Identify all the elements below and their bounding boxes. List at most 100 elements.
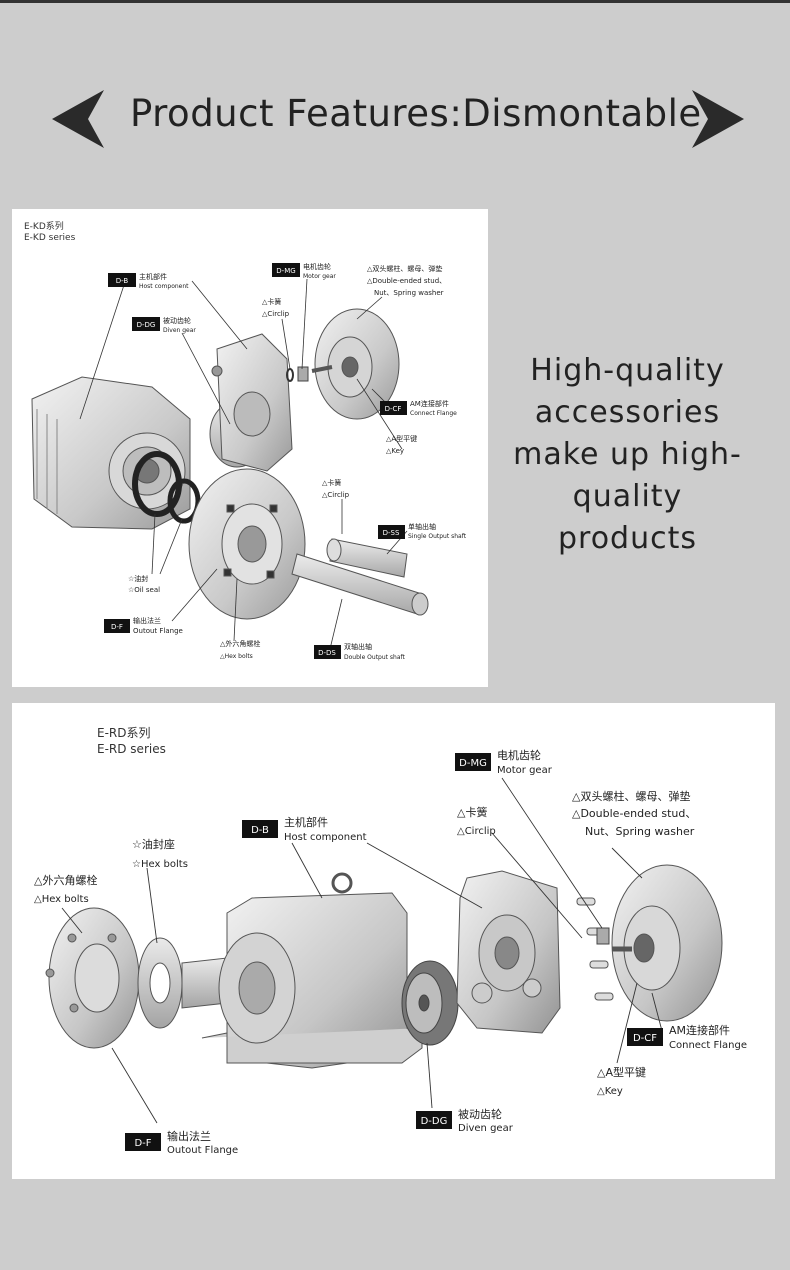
- kd-seal-cn: ☆油封: [128, 574, 148, 583]
- rd-code-badge: [455, 753, 491, 771]
- kd-circlip2-cn: △卡簧: [322, 478, 341, 487]
- arrow-left-icon[interactable]: [48, 86, 108, 152]
- kd-dg-en: Diven gear: [163, 327, 196, 334]
- rd-stud-en2: Nut、Spring washer: [585, 825, 695, 838]
- page-title: Product Features:Dismontable: [130, 92, 702, 135]
- tagline-line: accessories: [534, 395, 721, 430]
- kd-stud-en1: △Double-ended stud、: [367, 277, 446, 285]
- tagline-line: quality: [572, 479, 683, 514]
- kd-cf-en: Connect Flange: [410, 410, 457, 417]
- rd-mg-en: Motor gear: [497, 765, 553, 776]
- rd-stud-cn: △双头螺柱、螺母、弹垫: [572, 789, 690, 803]
- kd-circlip1-en: △Circlip: [262, 310, 290, 318]
- rd-circlip-en: △Circlip: [457, 826, 496, 837]
- kd-ds-cn: 双轴出轴: [344, 642, 372, 651]
- kd-code-badge: [378, 525, 405, 539]
- rd-f-code: D-F: [134, 1138, 151, 1149]
- section-header: Product Features:Dismontable: [0, 80, 790, 160]
- rd-dg-code: D-DG: [421, 1116, 448, 1127]
- kd-ss-code: D-SS: [383, 529, 400, 537]
- kd-code-badge: [104, 619, 130, 633]
- kd-mg-code: D-MG: [276, 267, 295, 275]
- rd-motor-gear: [596, 927, 610, 945]
- kd-single-output-shaft: [326, 538, 408, 578]
- kd-ds-code: D-DS: [318, 649, 336, 657]
- kd-code-badge: [132, 317, 160, 331]
- kd-seal-en: ☆Oil seal: [128, 586, 160, 594]
- tagline-line: make up high-: [513, 437, 742, 472]
- kd-leader-lines: [79, 278, 408, 650]
- kd-hex-cn: △外六角螺栓: [220, 639, 260, 648]
- kd-f-code: D-F: [111, 623, 123, 631]
- kd-cf-code: D-CF: [385, 405, 402, 413]
- rd-cf-en: Connect Flange: [669, 1040, 747, 1051]
- kd-host-housing: [31, 376, 191, 530]
- kd-oil-seal: [132, 451, 201, 524]
- rd-seal-seat: [137, 937, 183, 1029]
- kd-double-output-shaft: [291, 553, 429, 616]
- kd-ss-cn: 单轴出轴: [408, 522, 436, 531]
- rd-b-cn: 主机部件: [284, 815, 328, 829]
- kd-ds-en: Double Output shaft: [344, 654, 406, 661]
- rd-f-en: Outout Flange: [167, 1145, 238, 1156]
- rd-sealseat-cn: ☆油封座: [132, 837, 175, 851]
- kd-hex-en: △Hex bolts: [220, 653, 253, 660]
- kd-dg-cn: 被动齿轮: [163, 316, 191, 325]
- kd-code-badge: [272, 263, 300, 277]
- kd-series-cn: E-KD系列: [24, 220, 64, 232]
- tagline-line: products: [557, 521, 697, 556]
- rd-stud-en1: △Double-ended stud、: [572, 807, 696, 820]
- rd-circlip-cn: △卡簧: [457, 805, 487, 819]
- kd-exploded-diagram: E-KD系列 E-KD series: [12, 209, 488, 687]
- rd-output-flange: [45, 907, 140, 1049]
- kd-cf-cn: AM连接部件: [410, 399, 449, 408]
- rd-b-code: D-B: [251, 825, 269, 836]
- kd-f-en: Outout Flange: [133, 627, 183, 635]
- rd-intermediate-housing: [456, 870, 561, 1034]
- top-border: [0, 0, 790, 3]
- kd-b-cn: 主机部件: [139, 272, 167, 281]
- arrow-right-icon[interactable]: [688, 86, 748, 152]
- kd-stud-en2: Nut、Spring washer: [374, 289, 444, 297]
- rd-host-housing: [181, 872, 423, 1069]
- kd-output-flange: [188, 468, 306, 620]
- rd-mg-cn: 电机齿轮: [497, 748, 541, 762]
- rd-code-badge: [416, 1111, 452, 1129]
- rd-cf-cn: AM连接部件: [669, 1023, 730, 1037]
- kd-dg-code: D-DG: [137, 321, 156, 329]
- rd-key-en: △Key: [597, 1086, 623, 1097]
- kd-b-code: D-B: [116, 277, 129, 285]
- rd-hex-cn: △外六角螺栓: [34, 873, 97, 887]
- rd-code-badge: [242, 820, 278, 838]
- kd-mg-en: Motor gear: [303, 273, 336, 280]
- rd-key-cn: △A型平键: [597, 1065, 646, 1079]
- kd-connect-flange: [311, 308, 400, 420]
- rd-series-cn: E-RD系列: [97, 726, 151, 740]
- kd-ss-en: Single Output shaft: [408, 533, 467, 540]
- rd-leader-lines: [61, 777, 663, 1124]
- kd-circlip2-en: △Circlip: [322, 491, 350, 499]
- kd-code-badge: [380, 401, 407, 415]
- rd-series-en: E-RD series: [97, 742, 166, 756]
- rd-connect-flange: [611, 864, 723, 1022]
- kd-code-badge: [314, 645, 341, 659]
- kd-b-en: Host component: [139, 283, 189, 290]
- rd-mg-code: D-MG: [459, 758, 487, 769]
- rd-cf-code: D-CF: [633, 1033, 657, 1044]
- rd-exploded-diagram: E-RD系列 E-RD series: [12, 703, 775, 1179]
- rd-code-badge: [627, 1028, 663, 1046]
- rd-sealseat-en: ☆Hex bolts: [132, 859, 188, 870]
- kd-intermediate-housing: [211, 333, 293, 472]
- rd-dg-en: Diven gear: [458, 1123, 514, 1134]
- kd-motor-gear: [286, 366, 309, 382]
- rd-hex-en: △Hex bolts: [34, 894, 89, 905]
- rd-dg-cn: 被动齿轮: [458, 1107, 502, 1121]
- rd-stud-bolts: [576, 897, 614, 1001]
- tagline: High-quality accessories make up high- q…: [505, 350, 750, 560]
- kd-mg-cn: 电机齿轮: [303, 262, 331, 271]
- kd-f-cn: 输出法兰: [133, 616, 161, 625]
- kd-key-cn: △A型平键: [386, 434, 417, 443]
- rd-code-badge: [125, 1133, 161, 1151]
- rd-diven-gear: [401, 960, 459, 1046]
- kd-stud-cn: △双头螺柱、螺母、弹垫: [367, 264, 442, 273]
